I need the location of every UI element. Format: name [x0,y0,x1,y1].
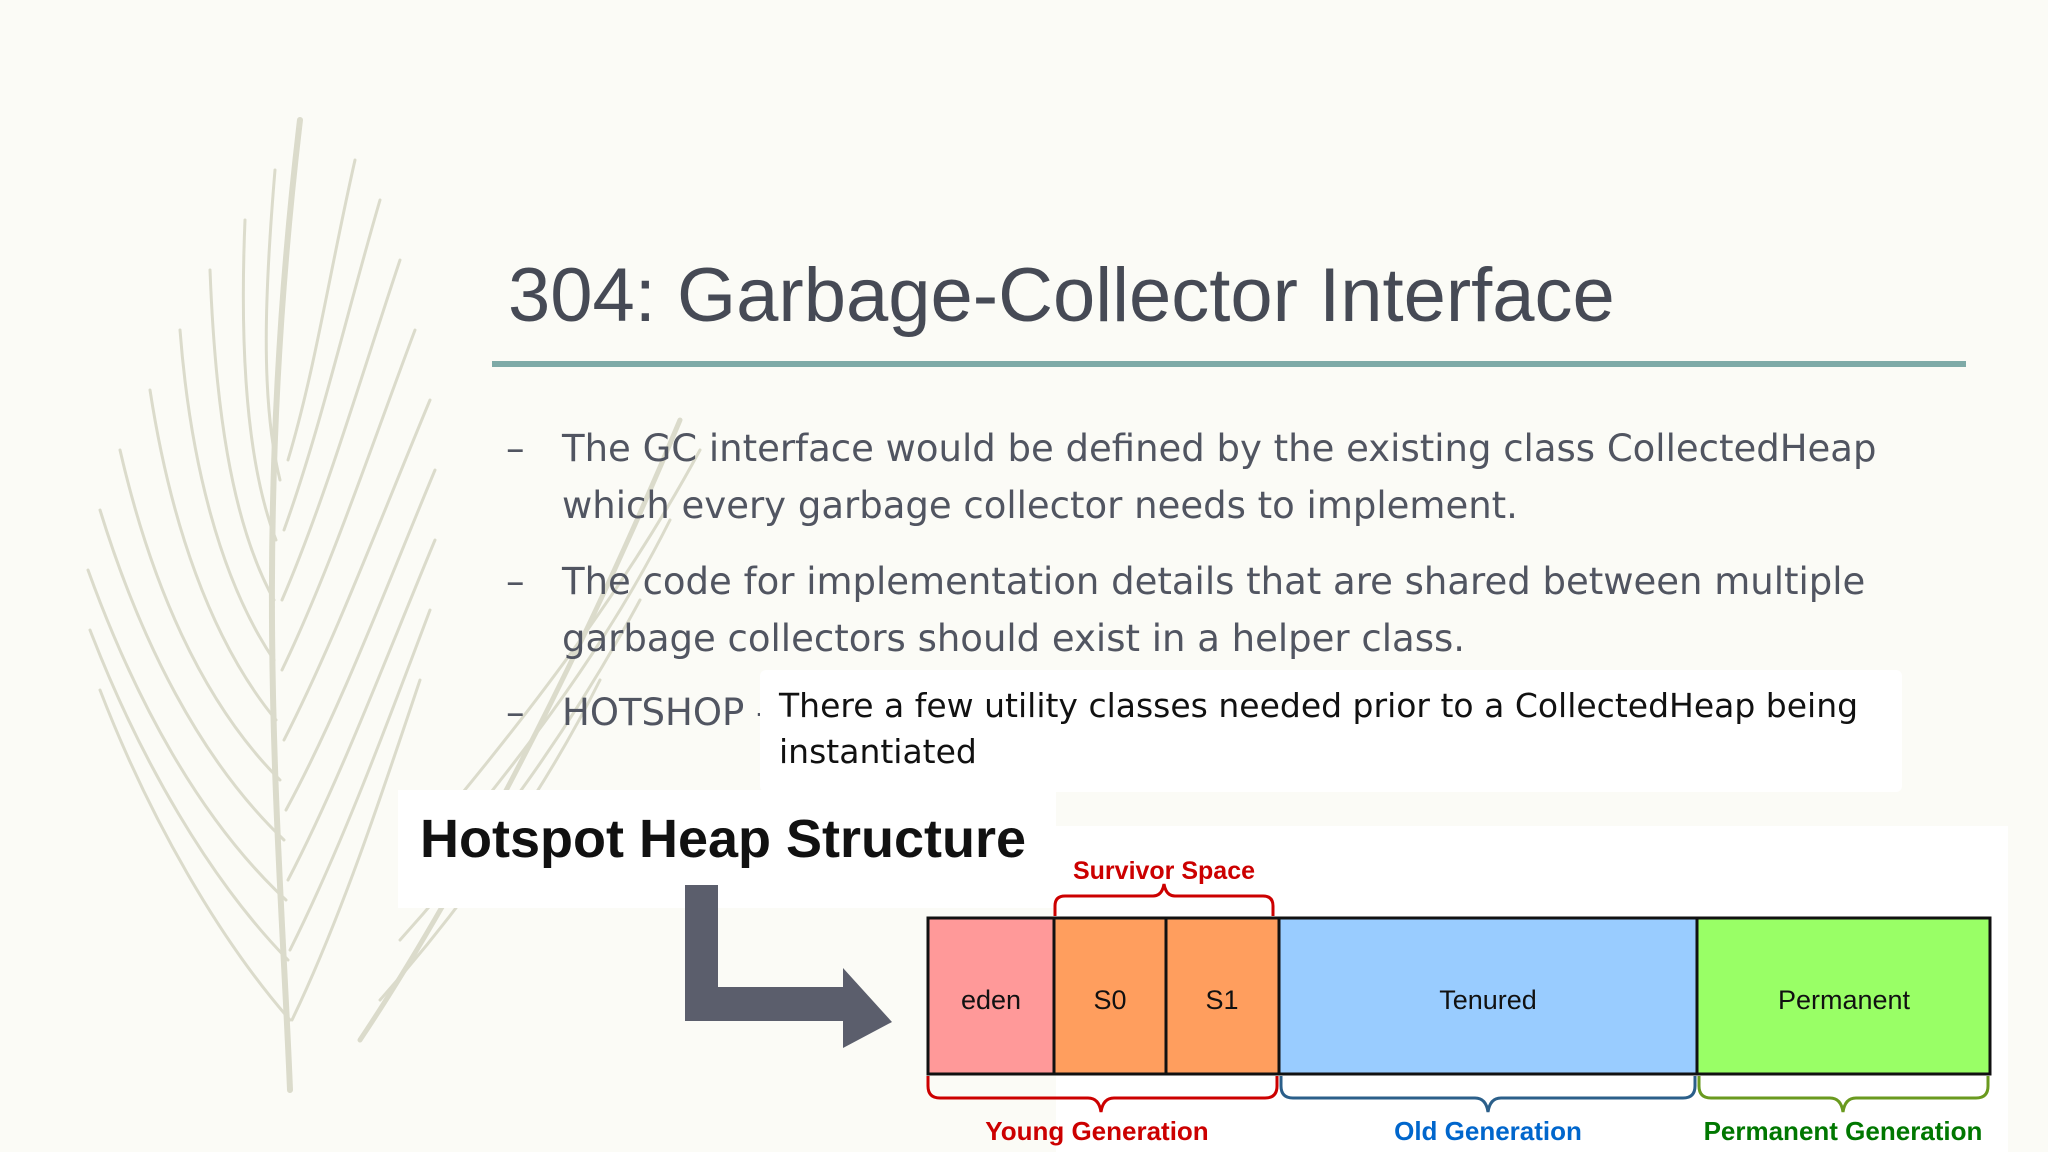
young-generation-brace [926,1076,1279,1113]
feather-illustration [86,117,702,1093]
permanent-segment [1695,916,1992,1076]
bullet-text: The GC interface would be defined by the… [562,427,1877,527]
survivor-space-label: Survivor Space [1073,857,1255,885]
diagram-title: Hotspot Heap Structure [420,809,1027,869]
permanent-label: Permanent [1778,985,1911,1015]
bullet-marker: – [506,427,525,470]
permanent-generation-label: Permanent Generation [1704,1116,1983,1146]
tenured-segment [1277,916,1699,1076]
bullet-marker: – [506,560,525,603]
old-generation-brace [1279,1076,1697,1113]
s1-segment [1164,916,1281,1076]
slide-title: 304: Garbage-Collector Interface [508,253,1615,338]
old-generation-label: Old Generation [1394,1116,1582,1146]
s0-segment [1052,916,1168,1076]
eden-segment [926,916,1056,1076]
s0-label: S0 [1093,985,1126,1015]
tenured-label: Tenured [1439,985,1537,1015]
s1-label: S1 [1205,985,1238,1015]
bullet-gc-interface: – The GC interface would be defined by t… [506,420,1966,534]
survivor-brace [1053,883,1275,916]
bullet-helper-class: – The code for implementation details th… [506,553,1966,667]
elbow-arrow-icon [685,885,892,1048]
heap-structure-diagram: Survivor Space eden S0 S1 Tenured Perman… [926,857,1992,1146]
note-overlay [760,670,1902,792]
eden-label: eden [961,985,1021,1015]
young-generation-label: Young Generation [985,1116,1208,1146]
permanent-generation-brace [1697,1076,1990,1113]
hotshop-label: HOTSHOP - [562,691,770,734]
title-divider [492,361,1966,367]
utility-classes-note: There a few utility classes needed prior… [779,686,1859,771]
diagram-title-background [398,790,1056,908]
bullet-marker: – [506,691,525,734]
bullet-text: The code for implementation details that… [562,560,1866,660]
